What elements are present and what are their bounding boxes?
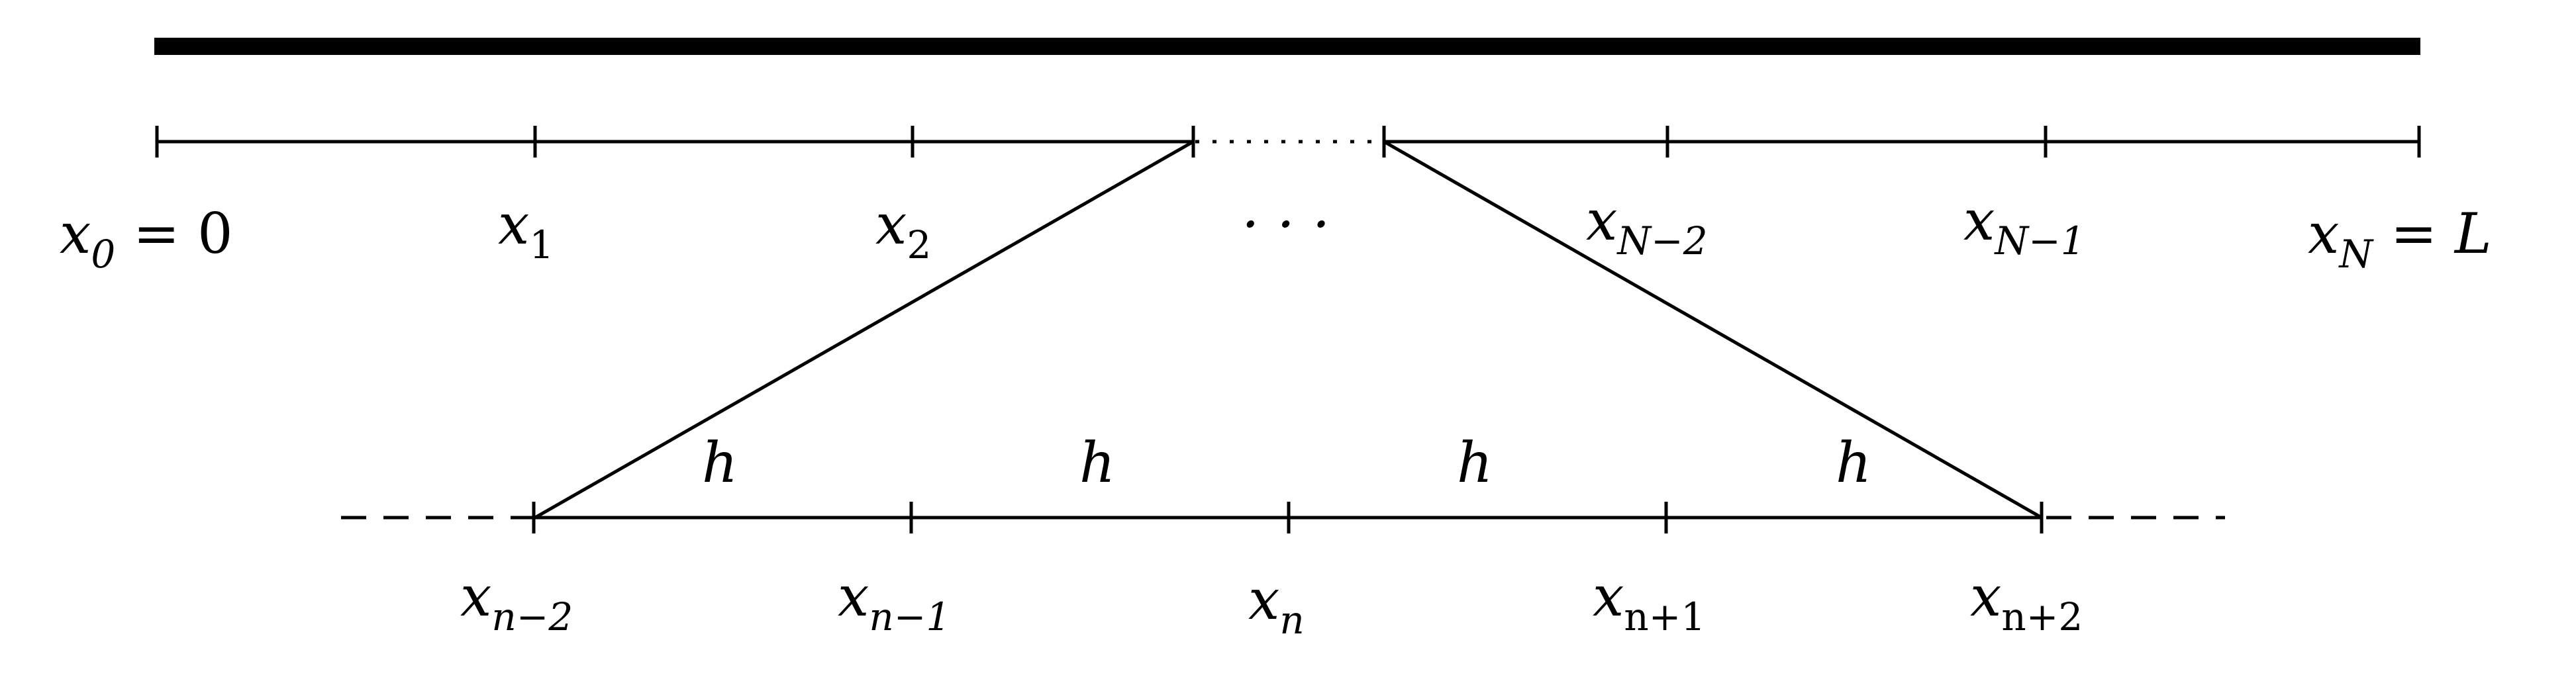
zoom-connector-left: [534, 140, 1195, 520]
spacing-label-h: h: [702, 430, 738, 495]
top-label-x0: x0 = 0: [60, 201, 233, 277]
top-label-x1: x1: [498, 192, 554, 267]
top-label-xN: xN = L: [2308, 201, 2492, 277]
bottom-label-xn+2: xn+2: [1970, 564, 2083, 639]
bottom-label-xn-1: xn−1: [838, 564, 950, 639]
spacing-label-h: h: [1079, 430, 1115, 495]
spacing-label-h: h: [1457, 430, 1493, 495]
spacing-labels: h h h h: [702, 430, 1871, 495]
top-label-x2: x2: [875, 192, 931, 267]
top-label-xN-2: xN−2: [1586, 188, 1708, 263]
zoom-connectors: [534, 140, 2043, 520]
top-label-xN-1: xN−1: [1963, 188, 2085, 263]
bottom-label-xn+1: xn+1: [1593, 564, 1705, 639]
top-grid-ticks: [155, 126, 2421, 158]
top-label-ellipsis: · · ·: [1242, 192, 1330, 257]
bottom-label-xn-2: xn−2: [460, 564, 573, 639]
bottom-grid-ticks: [532, 502, 2044, 533]
bottom-label-xn: xn: [1248, 567, 1305, 643]
top-grid-labels: x0 = 0 x1 x2 · · · xN−2 xN−1 xN = L: [60, 188, 2492, 277]
spacing-label-h: h: [1836, 430, 1871, 495]
bottom-grid-labels: xn−2 xn−1 xn xn+1 xn+2: [460, 564, 2083, 643]
zoom-connector-right: [1383, 140, 2043, 520]
